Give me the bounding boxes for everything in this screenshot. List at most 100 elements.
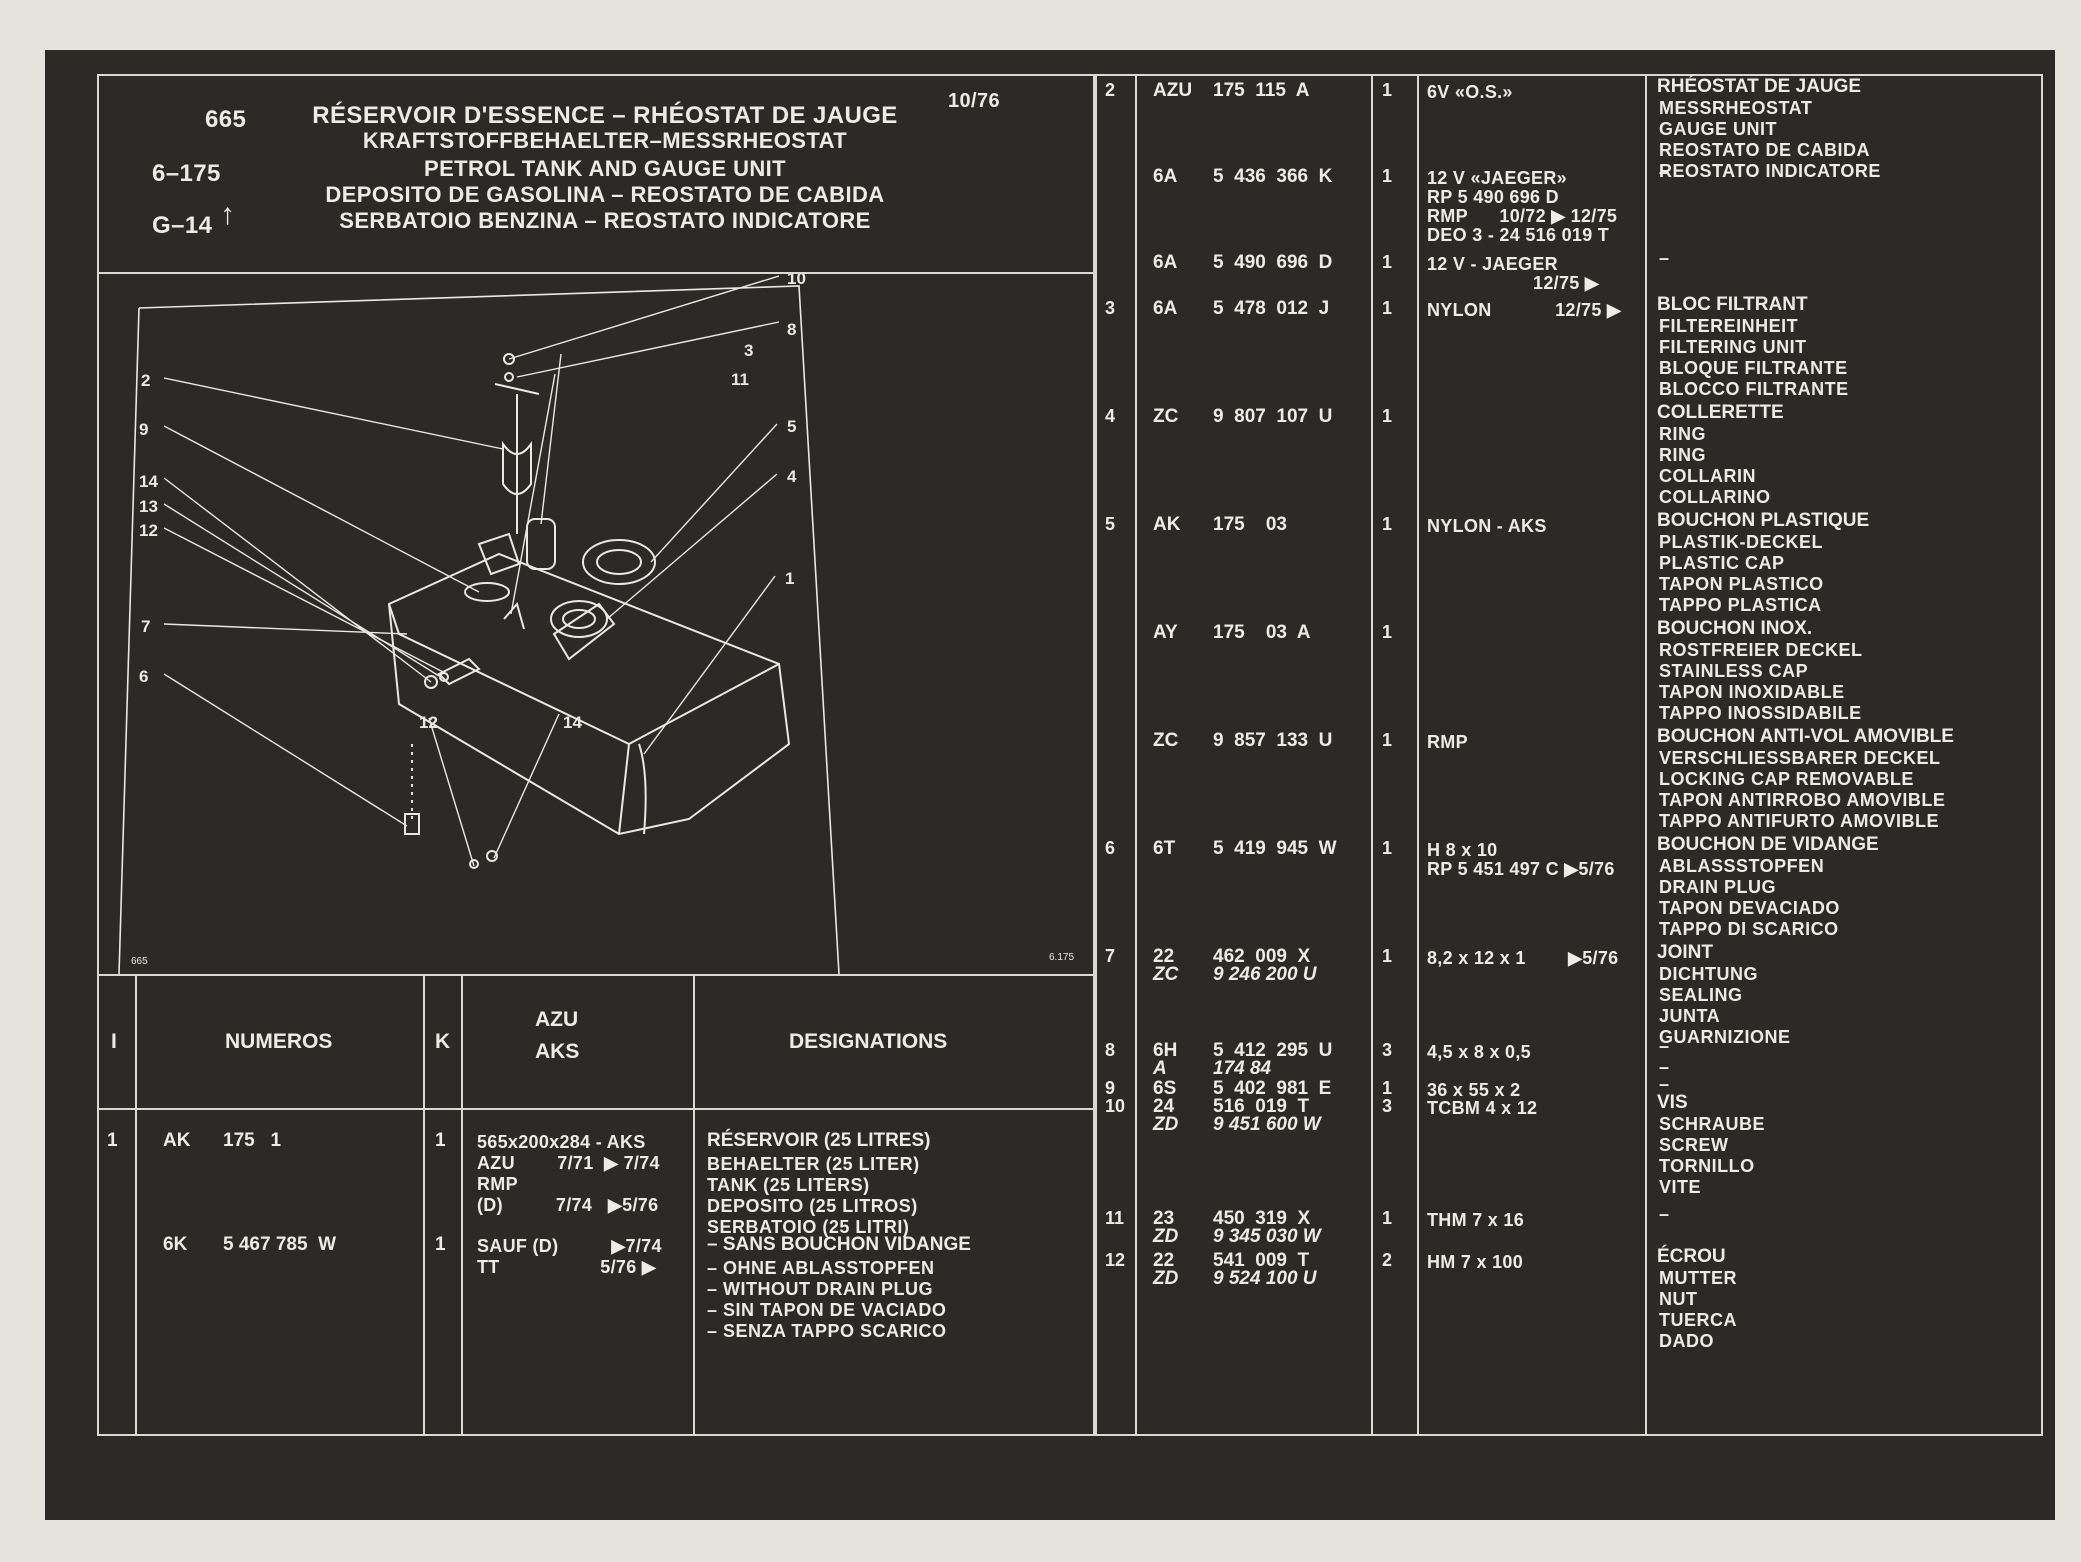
designation-line: TAPON DEVACIADO	[1659, 898, 1840, 918]
part-prefix: AY	[1153, 622, 1178, 643]
variant-line: SAUF (D) ▶7/74	[477, 1236, 662, 1256]
variant-line: NYLON - AKS	[1427, 516, 1547, 536]
designation-line: SEALING	[1659, 985, 1743, 1005]
designation-line: PLASTIC CAP	[1659, 553, 1785, 573]
designation-line: –	[1659, 162, 1670, 182]
legend-col-variant-1: AZU	[535, 1008, 579, 1031]
quantity: 1	[1382, 730, 1393, 750]
part-prefix: 6A	[1153, 298, 1178, 319]
quantity: 1	[435, 1130, 446, 1151]
designation-line: GAUGE UNIT	[1659, 119, 1778, 139]
designation-line: SCREW	[1659, 1135, 1729, 1155]
part-prefix: 6A	[1153, 166, 1178, 187]
designation-line: TAPPO PLASTICA	[1659, 595, 1822, 615]
part-number: 5 402 981 E	[1213, 1078, 1332, 1099]
designation-line: DICHTUNG	[1659, 964, 1758, 984]
designation-line: SERBATOIO (25 LITRI)	[707, 1217, 910, 1237]
part-prefix: ZC	[1153, 406, 1179, 427]
part-prefix: 23	[1153, 1208, 1175, 1229]
designation-line: SCHRAUBE	[1659, 1114, 1766, 1134]
quantity: 1	[435, 1234, 446, 1255]
callout-3: 3	[744, 341, 753, 360]
parts-sheet: 665 10/76 6–175 G–14 ↑ RÉSERVOIR D'ESSEN…	[45, 50, 2055, 1520]
filter-3	[526, 518, 556, 570]
variant-line: 12 V - JAEGER	[1427, 254, 1558, 274]
callout-13: 13	[139, 497, 158, 516]
designation-line: TAPPO DI SCARICO	[1659, 919, 1839, 939]
variant-line: (D) 7/74 ▶5/76	[477, 1195, 659, 1215]
left-panel-frame	[97, 74, 1095, 1436]
part-number: 175 03	[1213, 514, 1287, 535]
designation-line: –	[1659, 1036, 1670, 1056]
quantity: 1	[1382, 406, 1393, 426]
quantity: 1	[1382, 946, 1393, 966]
designation-title: BOUCHON INOX.	[1657, 618, 1813, 639]
designation-title: COLLERETTE	[1657, 402, 1784, 423]
variant-line: RP 5 451 497 C ▶5/76	[1427, 859, 1615, 879]
legend-bottom	[97, 1108, 1095, 1110]
variant-line: RMP	[1427, 732, 1468, 752]
callout-8: 8	[787, 320, 796, 339]
callout-12: 12	[139, 521, 158, 540]
callout-10: 10	[787, 274, 806, 288]
drain-plug-6	[404, 813, 420, 835]
part-number-alt: 9 524 100 U	[1213, 1268, 1317, 1289]
designation-title: VIS	[1657, 1092, 1688, 1113]
designation-line: REOSTATO DE CABIDA	[1659, 140, 1871, 160]
diagram-corner-left: 665	[131, 956, 148, 967]
designation-line: ABLASSSTOPFEN	[1659, 856, 1825, 876]
legend-col-i: I	[111, 1030, 117, 1053]
designation-line: –	[1659, 1057, 1670, 1077]
plate-number: 665	[205, 106, 247, 133]
part-number: 5 412 295 U	[1213, 1040, 1333, 1061]
part-prefix: 22	[1153, 1250, 1175, 1271]
designation-line: ROSTFREIER DECKEL	[1659, 640, 1863, 660]
part-prefix: 6K	[163, 1234, 188, 1255]
variant-line: AZU 7/71 ▶ 7/74	[477, 1153, 660, 1173]
part-prefix: AK	[1153, 514, 1181, 535]
variant-line: NYLON 12/75 ▶	[1427, 300, 1622, 320]
legend-col-numeros: NUMEROS	[225, 1030, 333, 1053]
quantity: 1	[1382, 166, 1393, 186]
designation-line: TAPON ANTIRROBO AMOVIBLE	[1659, 790, 1946, 810]
part-number: 9 807 107 U	[1213, 406, 1333, 427]
part-number-alt: 9 345 030 W	[1213, 1226, 1321, 1247]
legend-col-k: K	[435, 1030, 451, 1053]
designation-line: – WITHOUT DRAIN PLUG	[707, 1279, 933, 1299]
callout-12: 12	[419, 713, 438, 732]
plate-ref-1: 6–175	[152, 160, 221, 187]
designation-title: BLOC FILTRANT	[1657, 294, 1808, 315]
designation-title: BOUCHON DE VIDANGE	[1657, 834, 1879, 855]
designation-line: COLLARINO	[1659, 487, 1771, 507]
designation-line: STAINLESS CAP	[1659, 661, 1809, 681]
designation-line: –	[1659, 248, 1670, 268]
designation-title: RHÉOSTAT DE JAUGE	[1657, 76, 1862, 97]
designation-line: DADO	[1659, 1331, 1714, 1351]
callout-9: 9	[139, 420, 148, 439]
quantity: 1	[1382, 80, 1393, 100]
designation-line: –	[1659, 1074, 1670, 1094]
callout-2: 2	[141, 371, 150, 390]
part-number-alt: 174 84	[1213, 1058, 1272, 1079]
variant-line: 6V «O.S.»	[1427, 82, 1513, 102]
variant-line: 12/75 ▶	[1427, 273, 1600, 293]
part-prefix-alt: ZD	[1153, 1226, 1179, 1247]
designation-line: – SIN TAPON DE VACIADO	[707, 1300, 947, 1320]
part-prefix-alt: ZD	[1153, 1114, 1179, 1135]
designation-line: DEPOSITO (25 LITROS)	[707, 1196, 918, 1216]
part-number: 462 009 X	[1213, 946, 1311, 967]
part-prefix-alt: ZD	[1153, 1268, 1179, 1289]
header-title-line: SERBATOIO BENZINA – REOSTATO INDICATORE	[339, 208, 871, 233]
quantity: 1	[1382, 252, 1393, 272]
designation-line: BEHAELTER (25 LITER)	[707, 1154, 920, 1174]
designation-line: FILTERING UNIT	[1659, 337, 1807, 357]
legend-top	[97, 974, 1095, 976]
part-prefix: ZC	[1153, 730, 1179, 751]
quantity: 3	[1382, 1096, 1393, 1116]
variant-line: H 8 x 10	[1427, 840, 1498, 860]
row-index: 7	[1105, 946, 1116, 966]
plate-ref-2: G–14	[152, 212, 213, 239]
designation-line: TANK (25 LITERS)	[707, 1175, 870, 1195]
designation-title: BOUCHON PLASTIQUE	[1657, 510, 1870, 531]
ring-4	[550, 600, 608, 638]
